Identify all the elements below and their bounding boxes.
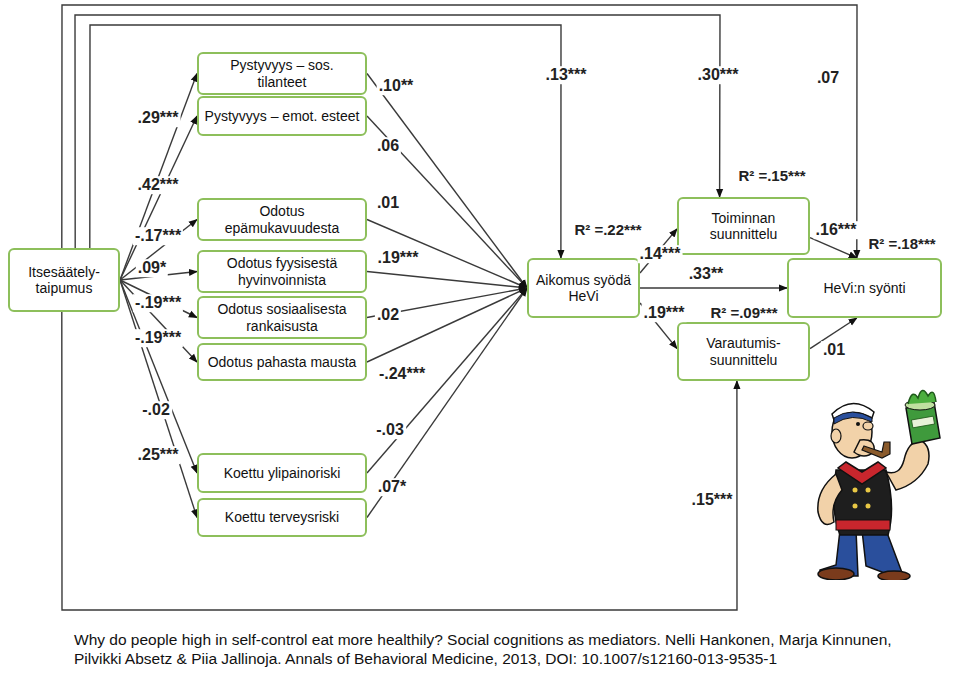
node-text: Odotus sosiaalisesta rankaisusta: [204, 301, 360, 333]
path-arrow: [810, 238, 857, 258]
path-arrow: [120, 280, 197, 518]
node-text: Odotus epämukavuudesta: [204, 203, 360, 235]
construct-box: HeVi:n syönti: [787, 258, 942, 318]
path-coefficient: .19***: [376, 249, 421, 267]
path-coefficient: .15***: [690, 491, 735, 509]
r-squared-label: R² =.15***: [736, 168, 807, 185]
construct-box: Koettu ylipainoriski: [197, 453, 367, 493]
node-text: Odotus pahasta mausta: [208, 354, 357, 370]
path-coefficient: -.17***: [133, 227, 183, 245]
construct-box: Aikomus syödä HeVi: [527, 258, 640, 318]
path-coefficient: .01: [375, 194, 401, 212]
node-text: Itsesäätely-taipumus: [15, 264, 113, 296]
path-arrow: [367, 288, 527, 362]
construct-box: Pystyvyys – emot. esteet: [197, 96, 367, 136]
path-arrow: [120, 116, 197, 280]
path-coefficient: -.03: [374, 421, 406, 439]
construct-box: Itsesäätely-taipumus: [8, 248, 120, 312]
node-text: Pystyvyys – emot. esteet: [205, 108, 360, 124]
node-text: Pystyvyys – sos. tilanteet: [204, 57, 360, 89]
path-arrow: [90, 25, 561, 258]
path-coefficient: .01: [821, 341, 847, 359]
path-arrow: [62, 312, 737, 610]
node-text: Koettu terveysriski: [225, 509, 339, 525]
path-coefficient: .29***: [136, 109, 181, 127]
node-text: Varautumis- suunnittelu: [684, 335, 803, 367]
path-coefficient: .14***: [638, 245, 683, 263]
r-squared-label: R² =.09***: [708, 305, 779, 322]
node-text: Aikomus syödä HeVi: [534, 272, 633, 304]
path-coefficient: .06: [375, 137, 401, 155]
construct-box: Odotus fyysisestä hyvinvoinnista: [197, 250, 367, 293]
path-coefficient: .33**: [687, 265, 726, 283]
path-arrow: [640, 287, 787, 288]
path-coefficient: .10**: [377, 77, 416, 95]
path-coefficient: -.02: [140, 401, 172, 419]
path-arrow: [120, 220, 197, 281]
node-text: Odotus fyysisestä hyvinvoinnista: [204, 255, 360, 287]
popeye-illustration: [800, 380, 955, 580]
path-arrow: [367, 220, 527, 289]
r-squared-label: R² =.18***: [866, 236, 937, 253]
path-coefficient: .07*: [376, 478, 408, 496]
path-coefficient: .07: [815, 69, 841, 87]
construct-box: Varautumis- suunnittelu: [677, 322, 810, 381]
path-coefficient: .09*: [136, 259, 168, 277]
path-arrow: [367, 116, 527, 288]
path-arrow: [120, 280, 197, 318]
construct-box: Pystyvyys – sos. tilanteet: [197, 52, 367, 95]
construct-box: Toiminnan suunnittelu: [677, 197, 810, 255]
path-arrow: [120, 74, 197, 281]
construct-box: Odotus sosiaalisesta rankaisusta: [197, 296, 367, 339]
path-arrow: [62, 5, 857, 258]
path-coefficient: -.19***: [133, 329, 183, 347]
construct-box: Odotus epämukavuudesta: [197, 198, 367, 241]
path-arrow: [75, 15, 720, 248]
path-arrow: [367, 74, 527, 289]
path-arrow: [367, 288, 527, 518]
path-arrow: [120, 280, 197, 362]
path-coefficient: .30***: [696, 66, 741, 84]
construct-box: Koettu terveysriski: [197, 498, 367, 537]
path-coefficient: .02: [375, 306, 401, 324]
node-text: HeVi:n syönti: [823, 280, 905, 296]
node-text: Koettu ylipainoriski: [224, 465, 341, 481]
path-coefficient: .19***: [642, 304, 687, 322]
caption-text: Why do people high in self-control eat m…: [74, 630, 904, 669]
path-arrow: [367, 272, 527, 289]
path-arrow: [120, 280, 197, 473]
path-arrow: [367, 288, 527, 473]
node-text: Toiminnan suunnittelu: [684, 210, 803, 242]
path-coefficient: -.24***: [377, 365, 427, 383]
path-coefficient: -.19***: [133, 294, 183, 312]
construct-box: Odotus pahasta mausta: [197, 343, 367, 381]
path-coefficient: .13***: [544, 66, 589, 84]
r-squared-label: R² =.22***: [572, 222, 643, 239]
path-coefficient: .16***: [814, 221, 859, 239]
path-coefficient: .25***: [136, 446, 181, 464]
path-coefficient: .42***: [136, 176, 181, 194]
